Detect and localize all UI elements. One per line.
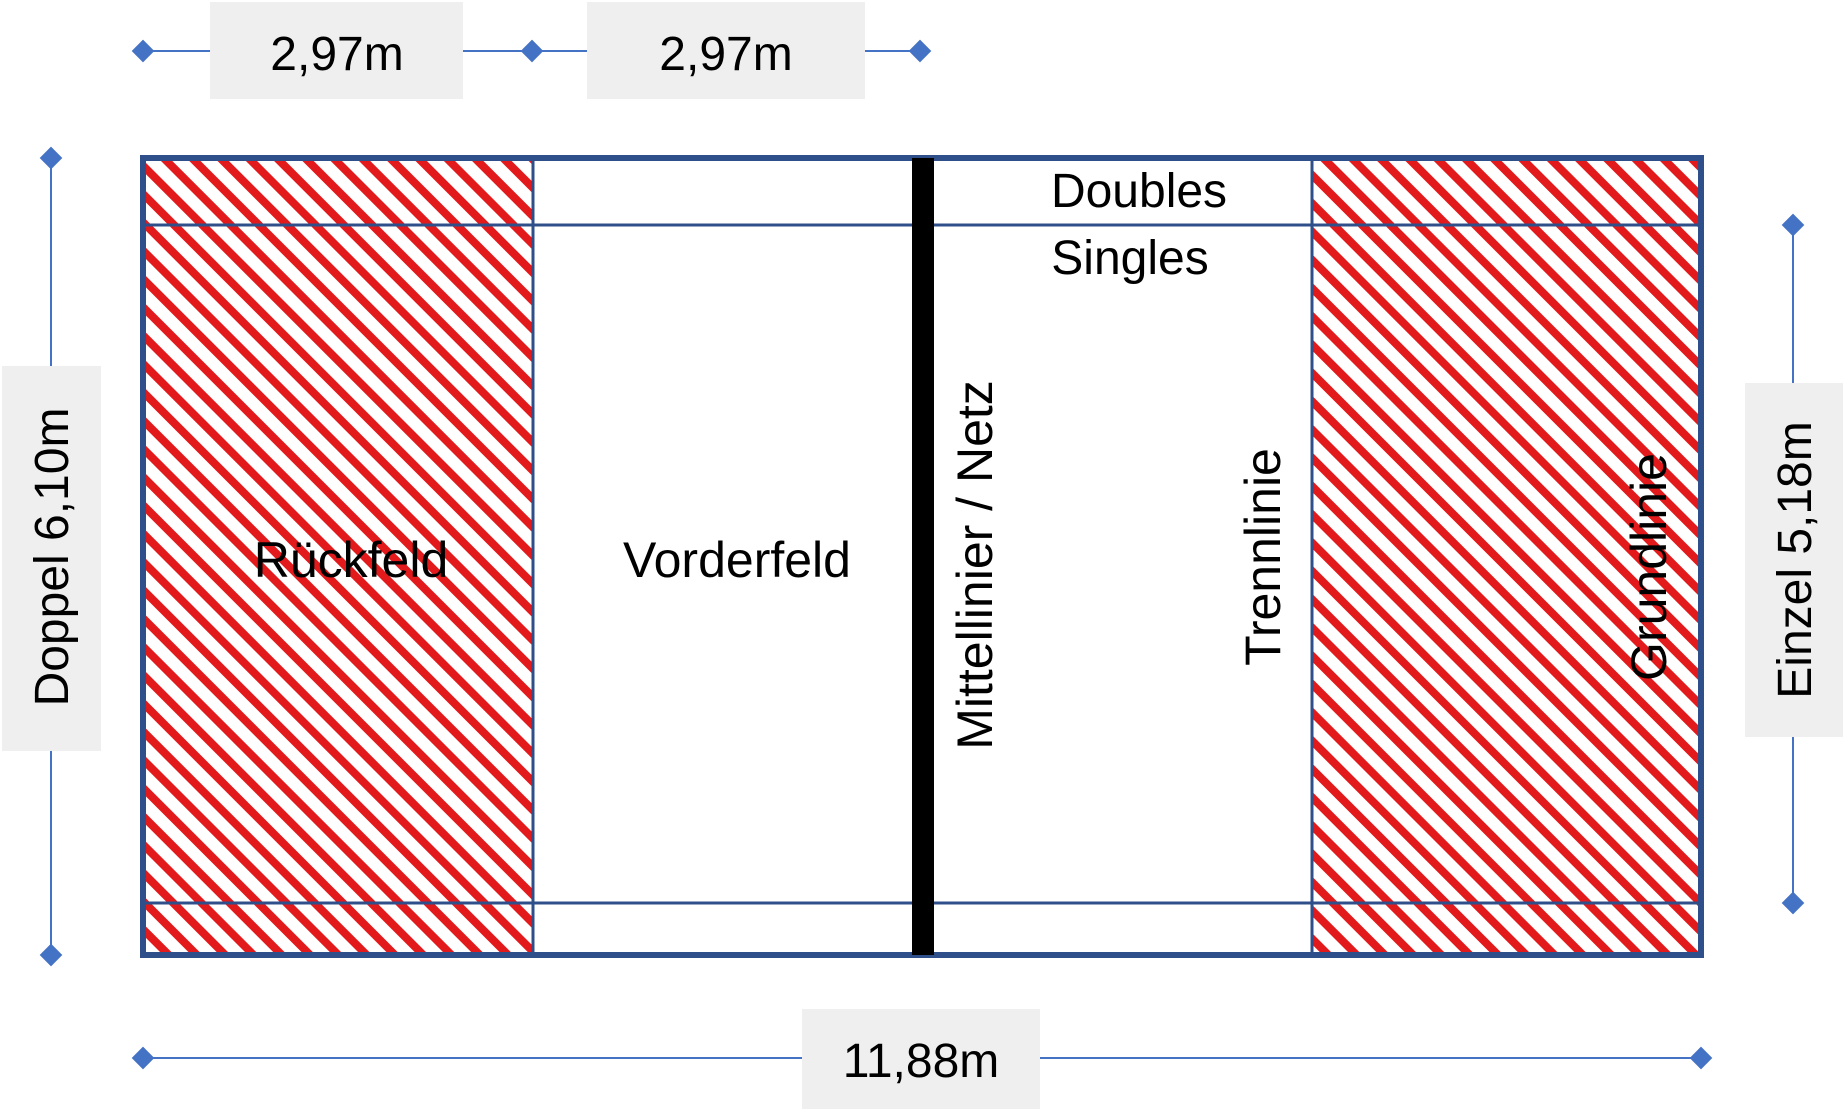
back-zone-width-label: 2,97m: [659, 28, 792, 81]
dimension-label-box: [587, 2, 865, 99]
diamond-marker-icon: [131, 1046, 155, 1070]
diamond-marker-icon: [39, 943, 63, 967]
top-dimension: 2,97m 2,97m: [131, 2, 932, 99]
left-dimension: Doppel 6,10m: [2, 146, 101, 967]
baseline-label: Grundlinie: [1621, 453, 1677, 681]
diamond-marker-icon: [1781, 213, 1805, 237]
total-length-label: 11,88m: [843, 1035, 1000, 1088]
net-line: [912, 158, 934, 955]
front-zone-width-label: 2,97m: [270, 28, 403, 81]
diamond-marker-icon: [131, 39, 155, 63]
diamond-marker-icon: [908, 39, 932, 63]
dividing-line-label: Trennlinie: [1235, 448, 1291, 666]
back-court-zone-left: [143, 158, 533, 955]
dimension-label-box: [210, 2, 463, 99]
diamond-marker-icon: [520, 39, 544, 63]
singles-line-label: Singles: [1051, 232, 1208, 285]
back-court-label: Rückfeld: [254, 532, 449, 588]
net-label: Mittellinier / Netz: [947, 380, 1003, 750]
diamond-marker-icon: [1781, 891, 1805, 915]
doubles-width-label: Doppel 6,10m: [26, 408, 79, 707]
doubles-line-label: Doubles: [1051, 165, 1227, 218]
dimension-label-box: [802, 1009, 1040, 1109]
singles-width-label: Einzel 5,18m: [1769, 421, 1822, 698]
right-dimension: Einzel 5,18m: [1745, 213, 1843, 915]
diamond-marker-icon: [1689, 1046, 1713, 1070]
front-court-label: Vorderfeld: [623, 532, 851, 588]
dimension-label-box: [1745, 383, 1843, 737]
bottom-dimension: 11,88m: [131, 1009, 1713, 1109]
diamond-marker-icon: [39, 146, 63, 170]
dimension-label-box: [2, 366, 101, 751]
back-court-zone-right: [1312, 158, 1701, 955]
